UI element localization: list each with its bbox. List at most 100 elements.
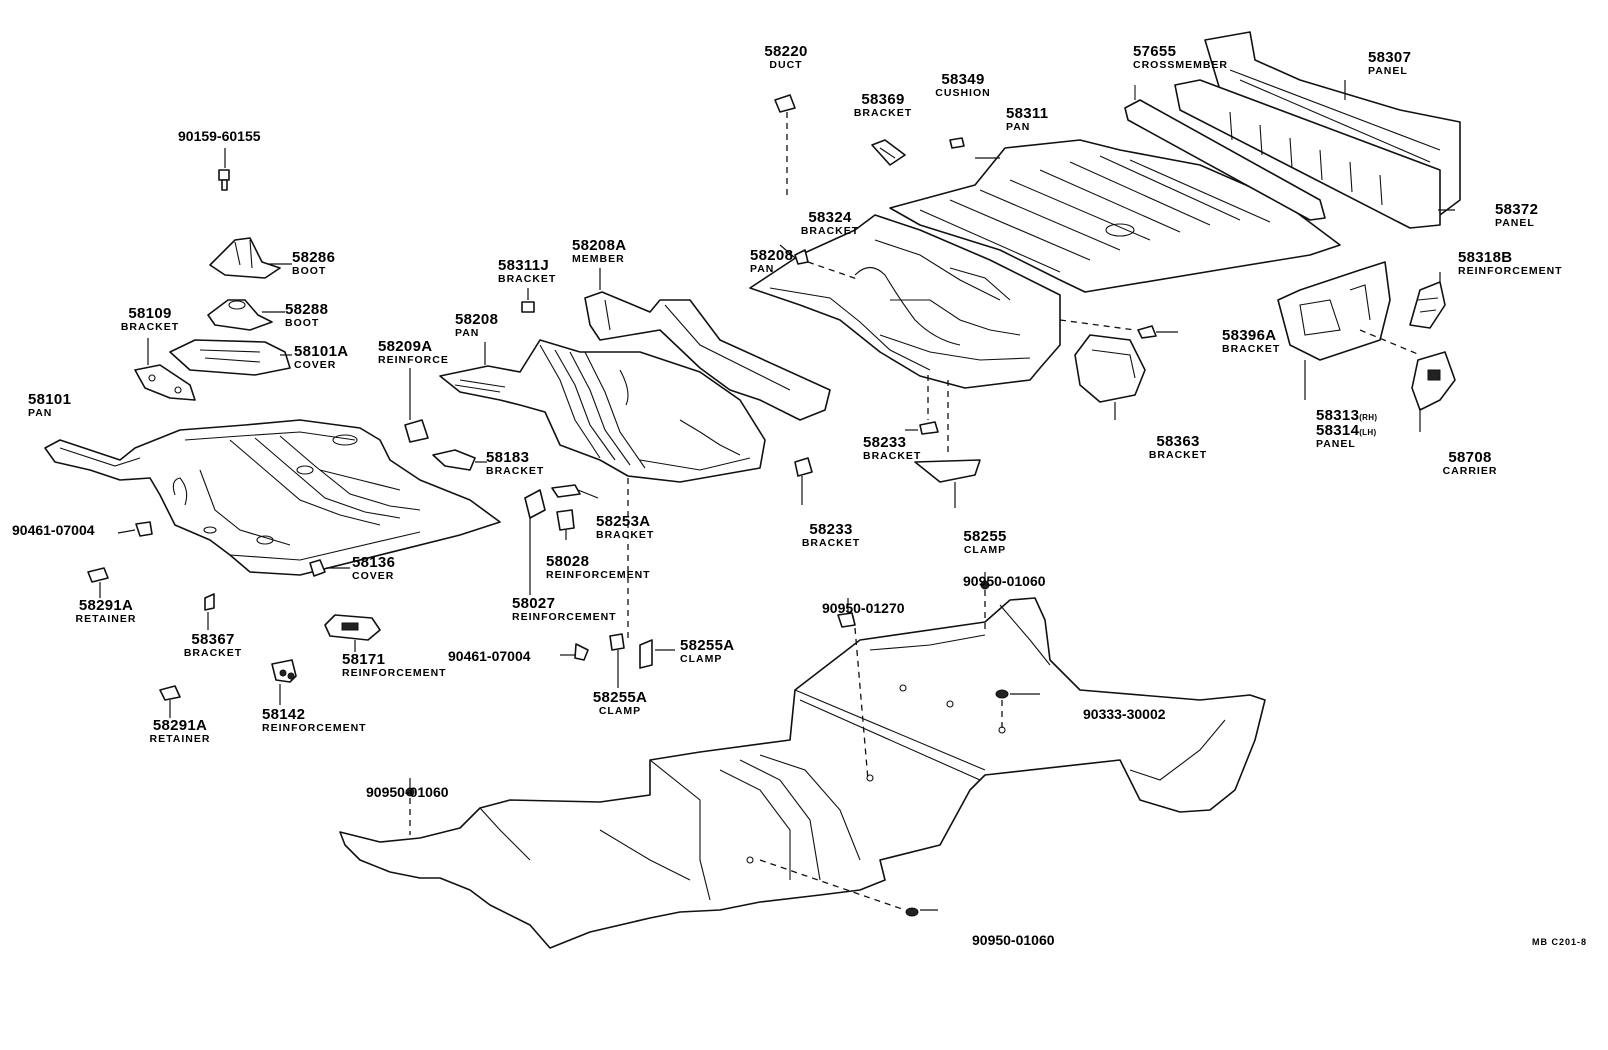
- panel-58313-58314-drawing: [1277, 261, 1421, 400]
- part-number: 58136: [352, 554, 396, 571]
- clamp-58255A-2-drawing: [639, 639, 675, 669]
- retainer-58291A-2-drawing: [159, 685, 181, 718]
- clip-90461-a-drawing: [117, 521, 153, 537]
- part-number: 58291A: [78, 597, 134, 614]
- label-90461-07004-a: 90461-07004: [12, 522, 95, 538]
- part-number: 58311J: [498, 257, 550, 274]
- panel-58372-drawing: [1174, 79, 1455, 229]
- bracket-58109-drawing: [134, 338, 196, 401]
- part-number: 58233: [863, 434, 907, 451]
- part-number: 58209A: [378, 338, 433, 355]
- part-number: 58109: [128, 305, 172, 322]
- grommet-90950-01060-a-drawing: [980, 572, 990, 630]
- part-number: 58396A: [1222, 327, 1277, 344]
- part-name: DUCT: [769, 59, 803, 71]
- front-floor-pan-58101-drawing: [44, 419, 501, 576]
- reinforcement-58171-drawing: [324, 614, 381, 652]
- part-name: BOOT: [292, 265, 327, 277]
- part-number: 58101: [28, 391, 72, 408]
- part-number: 58028: [546, 553, 590, 570]
- part-number: 58208A: [572, 237, 627, 254]
- grommet-90950-01270-drawing: [837, 598, 869, 781]
- side-lh: (LH): [1359, 428, 1377, 437]
- part-number: 58372: [1495, 201, 1539, 218]
- part-name: PAN: [750, 263, 775, 275]
- part-number: 58233: [809, 521, 853, 538]
- bracket-58233-2-drawing: [794, 457, 813, 505]
- part-number: 58363: [1156, 433, 1200, 450]
- part-number: 58291A: [152, 717, 208, 734]
- duct-58220-drawing: [774, 94, 796, 200]
- clip-90461-b-drawing: [560, 643, 589, 661]
- label-58313-58314: 58313(RH) 58314(LH) PANEL: [1316, 408, 1377, 450]
- part-number: 58314: [1316, 422, 1360, 439]
- boot-58286-drawing: [209, 237, 292, 279]
- diagram-code: MB C201-8: [1532, 937, 1588, 947]
- part-name: RETAINER: [149, 733, 211, 745]
- label-90333-30002: 90333-30002: [1083, 706, 1166, 722]
- part-number: 58307: [1368, 49, 1412, 66]
- part-number: 58142: [262, 706, 306, 723]
- plug-90333-drawing: [995, 689, 1040, 730]
- label-90950-01270: 90950-01270: [822, 600, 905, 616]
- part-number: 58313: [1316, 407, 1360, 424]
- part-number: 58311: [1006, 105, 1049, 122]
- grommet-90950-01060-c-drawing: [759, 859, 938, 917]
- cover-58101A-drawing: [169, 339, 292, 376]
- part-name: REINFORCEMENT: [546, 569, 651, 581]
- part-number: 58220: [764, 43, 808, 60]
- part-name: PAN: [1006, 121, 1031, 133]
- part-number: 58208: [455, 311, 499, 328]
- part-number: 58101A: [294, 343, 349, 360]
- part-name: CARRIER: [1442, 465, 1498, 477]
- part-number: 58255A: [592, 689, 648, 706]
- bracket-58324-drawing: [794, 249, 861, 281]
- part-number: 58369: [861, 91, 905, 108]
- clamp-58255-drawing: [914, 380, 981, 508]
- part-name: RETAINER: [75, 613, 137, 625]
- bolt-90159-drawing: [218, 148, 230, 191]
- part-name: CLAMP: [598, 705, 642, 717]
- part-number: 58288: [285, 301, 329, 318]
- part-number: 58286: [292, 249, 336, 266]
- clamp-58255A-1-drawing: [609, 633, 625, 688]
- part-number: 57655: [1133, 43, 1177, 60]
- bracket-58253A-drawing: [551, 484, 599, 499]
- floor-carpet-drawing: [339, 597, 1266, 949]
- part-number: 58367: [191, 631, 235, 648]
- member-58208A-drawing: [584, 268, 831, 421]
- part-number: 58208: [750, 247, 794, 264]
- carrier-58708-drawing: [1411, 351, 1456, 432]
- part-name: BRACKET: [120, 321, 180, 333]
- part-name: CROSSMEMBER: [1133, 59, 1229, 71]
- bracket-58183-drawing: [432, 449, 487, 471]
- part-name: REINFORCEMENT: [342, 667, 447, 679]
- bracket-58369-drawing: [871, 139, 906, 166]
- reinforcement-58028-drawing: [556, 509, 575, 540]
- bracket-58396A-drawing: [1059, 319, 1178, 339]
- part-name: BRACKET: [863, 450, 922, 462]
